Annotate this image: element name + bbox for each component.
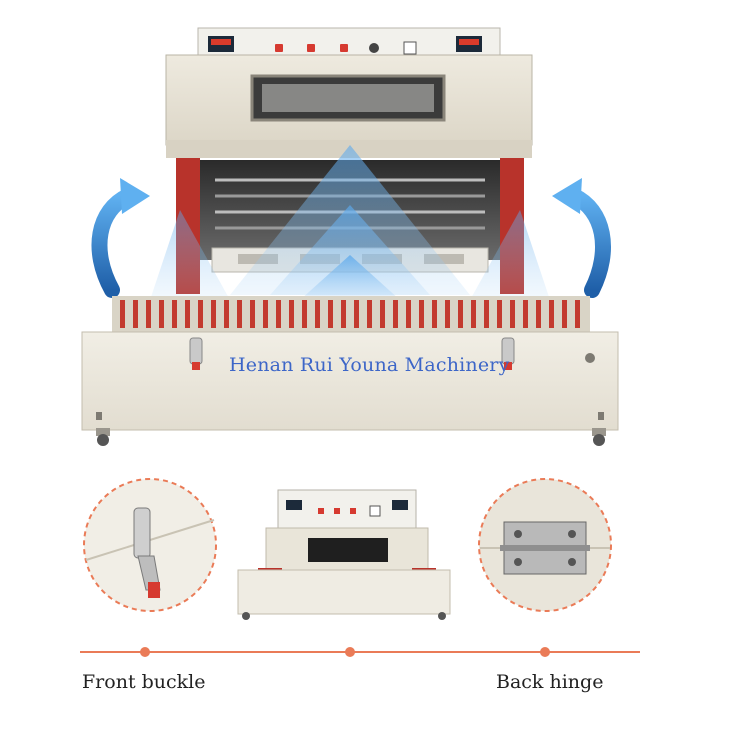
main-machine-illustration [81,27,619,446]
conveyor-roller [458,300,463,328]
airflow-arrow-icon [91,178,150,298]
conveyor-roller [562,300,567,328]
conveyor-roller [289,300,294,328]
hinge-icon [500,521,590,575]
caption-timeline [80,647,640,657]
conveyor-roller [549,300,554,328]
machine-base [81,331,619,431]
conveyor-roller [159,300,164,328]
conveyor-roller [497,300,502,328]
conveyor-roller [172,300,177,328]
conveyor-roller [211,300,216,328]
buckle-latch-icon [189,337,203,370]
conveyor-roller [510,300,515,328]
conveyor-roller [185,300,190,328]
conveyor-roller [341,300,346,328]
conveyor-roller [133,300,138,328]
conveyor-roller [419,300,424,328]
front-buckle-caption: Front buckle [82,671,206,693]
conveyor-roller [575,300,580,328]
airflow-arrow-icon [552,178,611,298]
airflow-beams [150,145,550,300]
conveyor-roller [471,300,476,328]
back-hinge-detail [478,478,612,612]
conveyor-roller [224,300,229,328]
back-hinge-caption: Back hinge [496,671,604,693]
conveyor-roller [263,300,268,328]
conveyor-roller [250,300,255,328]
conveyor-roller [315,300,320,328]
caster-wheel-icon [592,428,606,446]
conveyor-roller [328,300,333,328]
caster-wheel-icon [96,428,110,446]
conveyor-roller [523,300,528,328]
conveyor-roller [302,300,307,328]
front-buckle-detail [83,478,217,612]
conveyor-roller [432,300,437,328]
conveyor-roller [237,300,242,328]
conveyor-roller [393,300,398,328]
conveyor-roller [445,300,450,328]
conveyor-roller [406,300,411,328]
conveyor-roller [484,300,489,328]
conveyor-roller [367,300,372,328]
conveyor-roller [276,300,281,328]
conveyor-roller [198,300,203,328]
conveyor-roller [536,300,541,328]
conveyor-roller [120,300,125,328]
shrink-machine-front-view [237,489,451,620]
watermark-text: Henan Rui Youna Machinery [229,354,510,376]
buckle-latch-icon [501,337,515,370]
conveyor-roller [380,300,385,328]
conveyor-roller [146,300,151,328]
conveyor-roller [354,300,359,328]
roller-conveyor [112,296,590,332]
heating-hood [165,54,533,158]
